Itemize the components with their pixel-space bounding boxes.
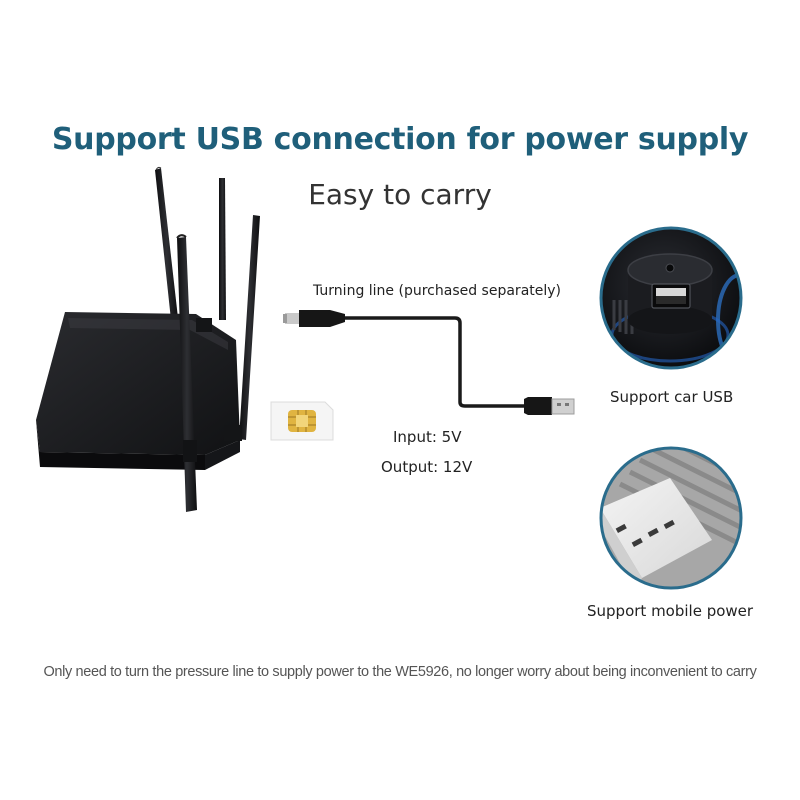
footer-note: Only need to turn the pressure line to s… — [43, 664, 757, 680]
cable — [283, 310, 575, 415]
car-usb-socket-icon — [599, 226, 743, 370]
antenna-back-middle — [219, 178, 226, 320]
antenna-back-left — [155, 166, 178, 320]
antenna-back-right — [239, 215, 260, 440]
page-subtitle: Easy to carry — [308, 178, 492, 211]
sim-card-icon — [270, 401, 334, 441]
router-icon — [36, 166, 260, 512]
car-usb-label: Support car USB — [610, 388, 734, 406]
mobile-power-label: Support mobile power — [587, 602, 754, 620]
power-bank-icon — [599, 446, 743, 590]
input-voltage-label: Input: 5V — [393, 428, 462, 446]
antenna-front — [176, 234, 197, 512]
page-title: Support USB connection for power supply — [51, 122, 749, 157]
usb-plug-icon — [524, 397, 575, 415]
cable-label: Turning line (purchased separately) — [313, 283, 562, 299]
dc-plug-icon — [283, 310, 345, 327]
output-voltage-label: Output: 12V — [381, 458, 473, 476]
